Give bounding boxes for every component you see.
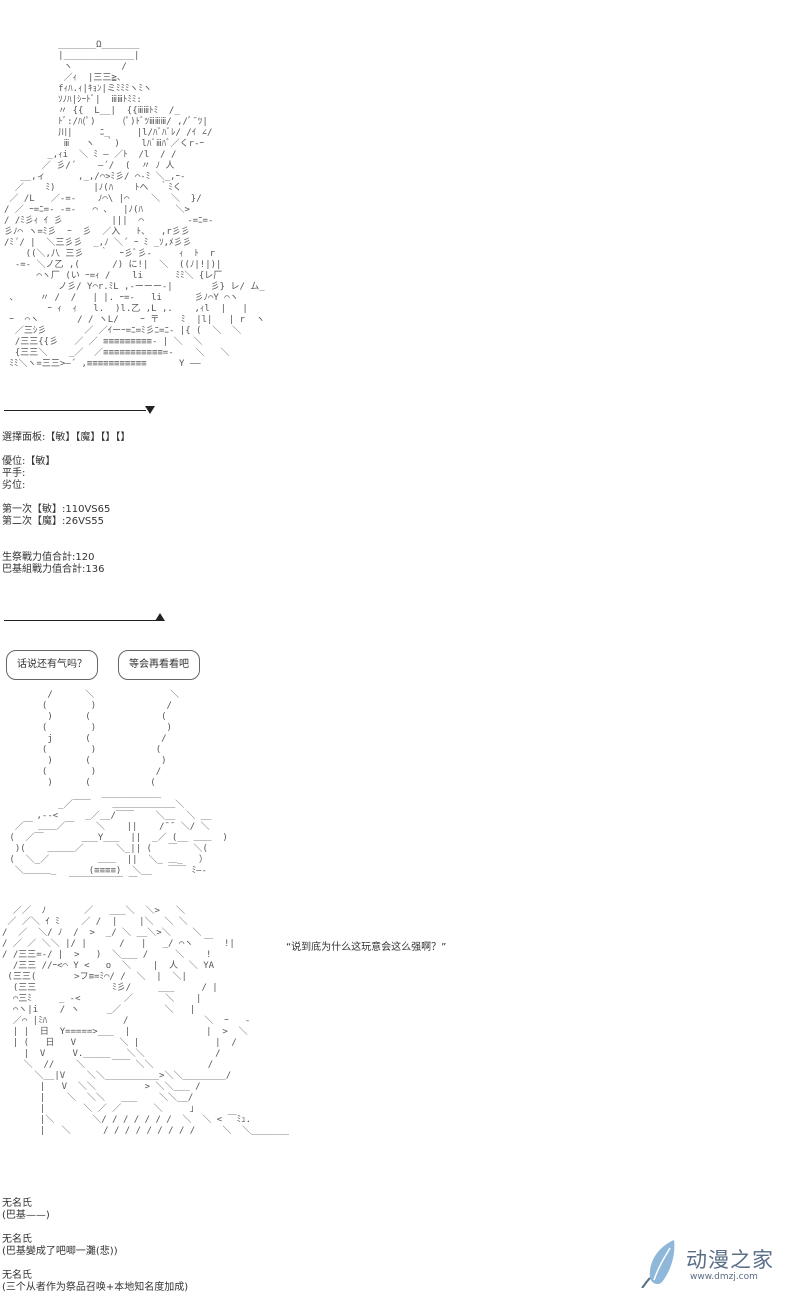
round-2: 第二次【魔】:26VS55 [2,516,105,527]
watermark-url: www.dmzj.com [690,1272,758,1282]
draw-line: 平手: [2,468,26,479]
ascii-art-top: _______Ω_______ |_____________| ヽ / ／ｨ |… [4,40,265,369]
comment-1-text: (巴基——) [2,1210,50,1221]
comment-3-text: (三个从者作为祭品召唤+本地知名度加成) [2,1282,189,1293]
divider-bottom [4,620,158,621]
total-a: 生祭戰力值合計:120 [2,552,95,563]
triangle-down-icon [145,406,155,414]
round-1: 第一次【敏】:110VS65 [2,504,111,515]
feather-logo-icon [641,1240,675,1288]
comment-2-name: 无名氏 [2,1234,32,1245]
choice-panel: 選擇面板:【敏】【魔】【】【】 [2,432,131,443]
speech-bubble-left: 话说还有气吗？ [6,650,98,680]
site-watermark: 动漫之家 www.dmzj.com [640,1238,790,1290]
bubble-left-text: 话说还有气吗？ [17,659,87,670]
comment-2-text: (巴基變成了吧唧一灘(悲)) [2,1246,118,1257]
divider-top [4,410,146,411]
triangle-up-icon [155,613,165,621]
ascii-art-smoke: / ＼ ＼ ( ) / ) ( ( ( ) ) j ( / ( ) ( ) ( [9,690,228,887]
ascii-art-bottom: ／／ ﾉ ／ ___＼ ＼> ＼ ／ ／＼ ｲ ﾐ ／ / | |＼ ＼ ＼ /… [2,906,290,1136]
watermark-text: 动漫之家 [686,1248,774,1272]
bubble-right-text: 等会再看看吧 [129,659,189,670]
speech-bubble-right: 等会再看看吧 [118,650,200,680]
superior-line: 優位:【敏】 [2,456,56,467]
total-b: 巴基組戰力值合計:136 [2,564,105,575]
comment-3-name: 无名氏 [2,1270,32,1281]
quote-text: “说到底为什么这玩意会这么强啊？” [286,942,447,953]
comment-1-name: 无名氏 [2,1198,32,1209]
inferior-line: 劣位: [2,480,26,491]
